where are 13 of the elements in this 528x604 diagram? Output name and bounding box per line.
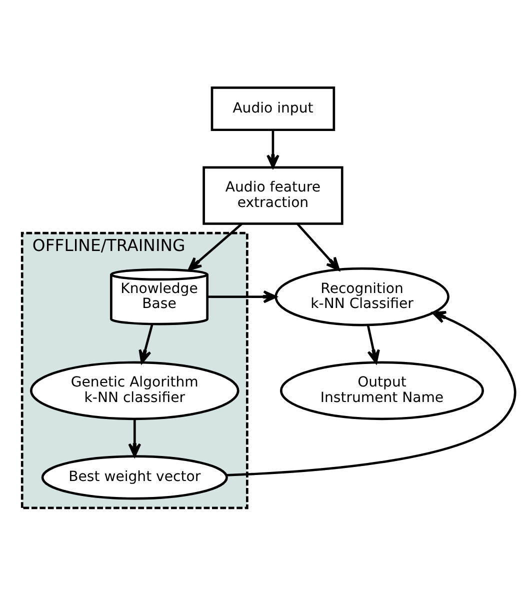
arrow <box>188 222 243 270</box>
arrow <box>266 129 280 168</box>
arrow <box>366 324 380 364</box>
arrow <box>138 324 154 364</box>
arrow <box>208 290 277 303</box>
node-ellipse: Output Instrument Name <box>280 360 484 420</box>
arrow <box>226 310 516 476</box>
node-box: Audio input <box>210 86 336 131</box>
arrow <box>128 418 142 457</box>
arrow <box>296 222 340 270</box>
node-box: Audio feature extraction <box>202 166 344 224</box>
node-ellipse: Best weight vector <box>41 454 228 500</box>
node-ellipse: Genetic Algorithm k-NN classifier <box>30 360 240 420</box>
